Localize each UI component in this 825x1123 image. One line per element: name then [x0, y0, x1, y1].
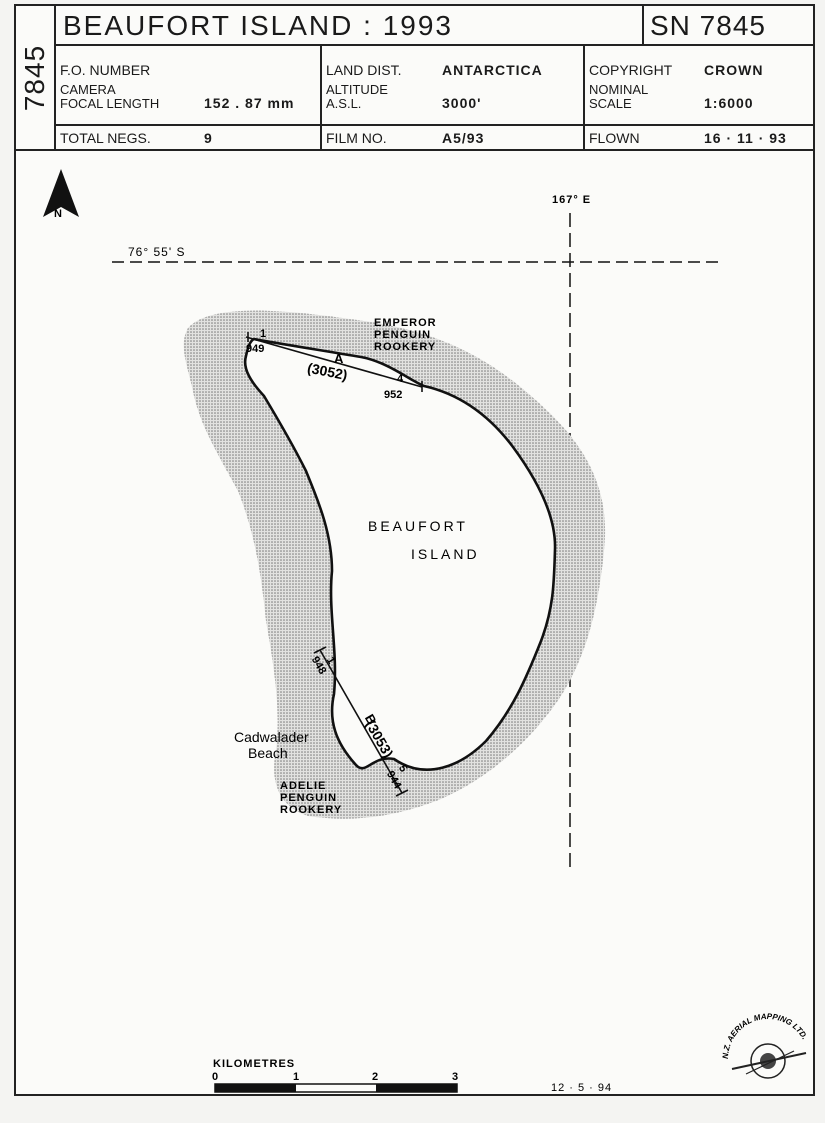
focal-length-value: 152 . 87 mm — [204, 95, 295, 111]
film-value: A5/93 — [442, 130, 485, 146]
run-b-start-frame: 1 — [324, 655, 337, 666]
film-label: FILM NO. — [326, 130, 387, 146]
divider — [54, 124, 813, 126]
emperor-label-line3: ROOKERY — [374, 341, 436, 353]
sheet-id: 7845 — [19, 44, 50, 112]
run-a-end-photo: 952 — [384, 389, 402, 401]
emperor-label-line2: PENGUIN — [374, 329, 431, 341]
map-title: BEAUFORT ISLAND : 1993 — [63, 10, 453, 41]
run-a-start-photo: 949 — [246, 343, 264, 355]
sheet-id-column: 7845 — [16, 6, 56, 149]
scale-tick-3: 3 — [452, 1071, 458, 1083]
scale-tick-2: 2 — [372, 1071, 378, 1083]
beach-label-line2: Beach — [248, 745, 288, 761]
land-dist-value: ANTARCTICA — [442, 62, 543, 78]
run-a-number: (3052) — [306, 360, 349, 383]
copyright-label: COPYRIGHT — [589, 62, 673, 78]
altitude-label: ALTITUDE — [326, 82, 388, 97]
run-a-letter: A — [334, 351, 344, 366]
copyright-value: CROWN — [704, 62, 764, 78]
island-map: N 76° 55' S 167° E 1 949 A (3052) 4 952 … — [43, 169, 809, 1094]
flown-label: FLOWN — [589, 130, 640, 146]
scale-bar-title: KILOMETRES — [213, 1058, 295, 1070]
serial-number: SN 7845 — [650, 10, 766, 41]
run-a-start-frame: 1 — [260, 328, 266, 340]
run-b-start-tick — [313, 646, 327, 654]
run-b-end-tick — [395, 789, 409, 797]
scale-label: SCALE — [589, 96, 632, 111]
total-negs-label: TOTAL NEGS. — [60, 130, 151, 146]
nominal-label: NOMINAL — [589, 82, 649, 97]
beach-label-line1: Cadwalader — [234, 729, 309, 745]
map-sheet: 7845 BEAUFORT ISLAND : 1993 SN 7845 F.O.… — [14, 4, 815, 1096]
run-b-end-frame: 5 — [396, 763, 409, 774]
adelie-label-line1: ADELIE — [280, 780, 326, 792]
adelie-label-line2: PENGUIN — [280, 792, 337, 804]
total-negs-value: 9 — [204, 130, 213, 146]
island-coastline — [243, 337, 557, 771]
scale-value: 1:6000 — [704, 95, 754, 111]
flight-run-a-line — [245, 336, 423, 388]
latitude-label: 76° 55' S — [128, 245, 185, 259]
title-block: 7845 BEAUFORT ISLAND : 1993 SN 7845 F.O.… — [16, 6, 813, 151]
scale-tick-1: 1 — [293, 1071, 299, 1083]
island-name-line1: BEAUFORT — [368, 518, 468, 534]
date-stamp: 12 · 5 · 94 — [551, 1082, 612, 1094]
emperor-label-line1: EMPEROR — [374, 317, 437, 329]
adelie-label-line3: ROOKERY — [280, 804, 342, 816]
divider — [642, 6, 644, 44]
run-a-end-frame: 4 — [397, 373, 404, 385]
altitude-value: 3000' — [442, 95, 482, 111]
camera-label: CAMERA — [60, 82, 116, 97]
land-dist-label: LAND DIST. — [326, 62, 402, 78]
asl-label: A.S.L. — [326, 96, 362, 111]
north-label: N — [54, 208, 62, 220]
flown-value: 16 · 11 · 93 — [704, 130, 787, 146]
longitude-label: 167° E — [552, 194, 591, 206]
fo-number-label: F.O. NUMBER — [60, 62, 151, 78]
stamp-text: N.Z. AERIAL MAPPING LTD. — [721, 1012, 809, 1059]
divider — [583, 44, 585, 149]
scale-tick-0: 0 — [212, 1071, 218, 1083]
island-name-line2: ISLAND — [411, 546, 480, 562]
divider — [320, 44, 322, 149]
focal-length-label: FOCAL LENGTH — [60, 96, 160, 111]
divider — [54, 44, 813, 46]
nz-aerial-mapping-stamp: N.Z. AERIAL MAPPING LTD. — [721, 1012, 809, 1079]
scale-bar — [214, 1083, 458, 1093]
north-arrow-icon — [43, 169, 79, 217]
flight-run-b-line — [319, 649, 403, 794]
